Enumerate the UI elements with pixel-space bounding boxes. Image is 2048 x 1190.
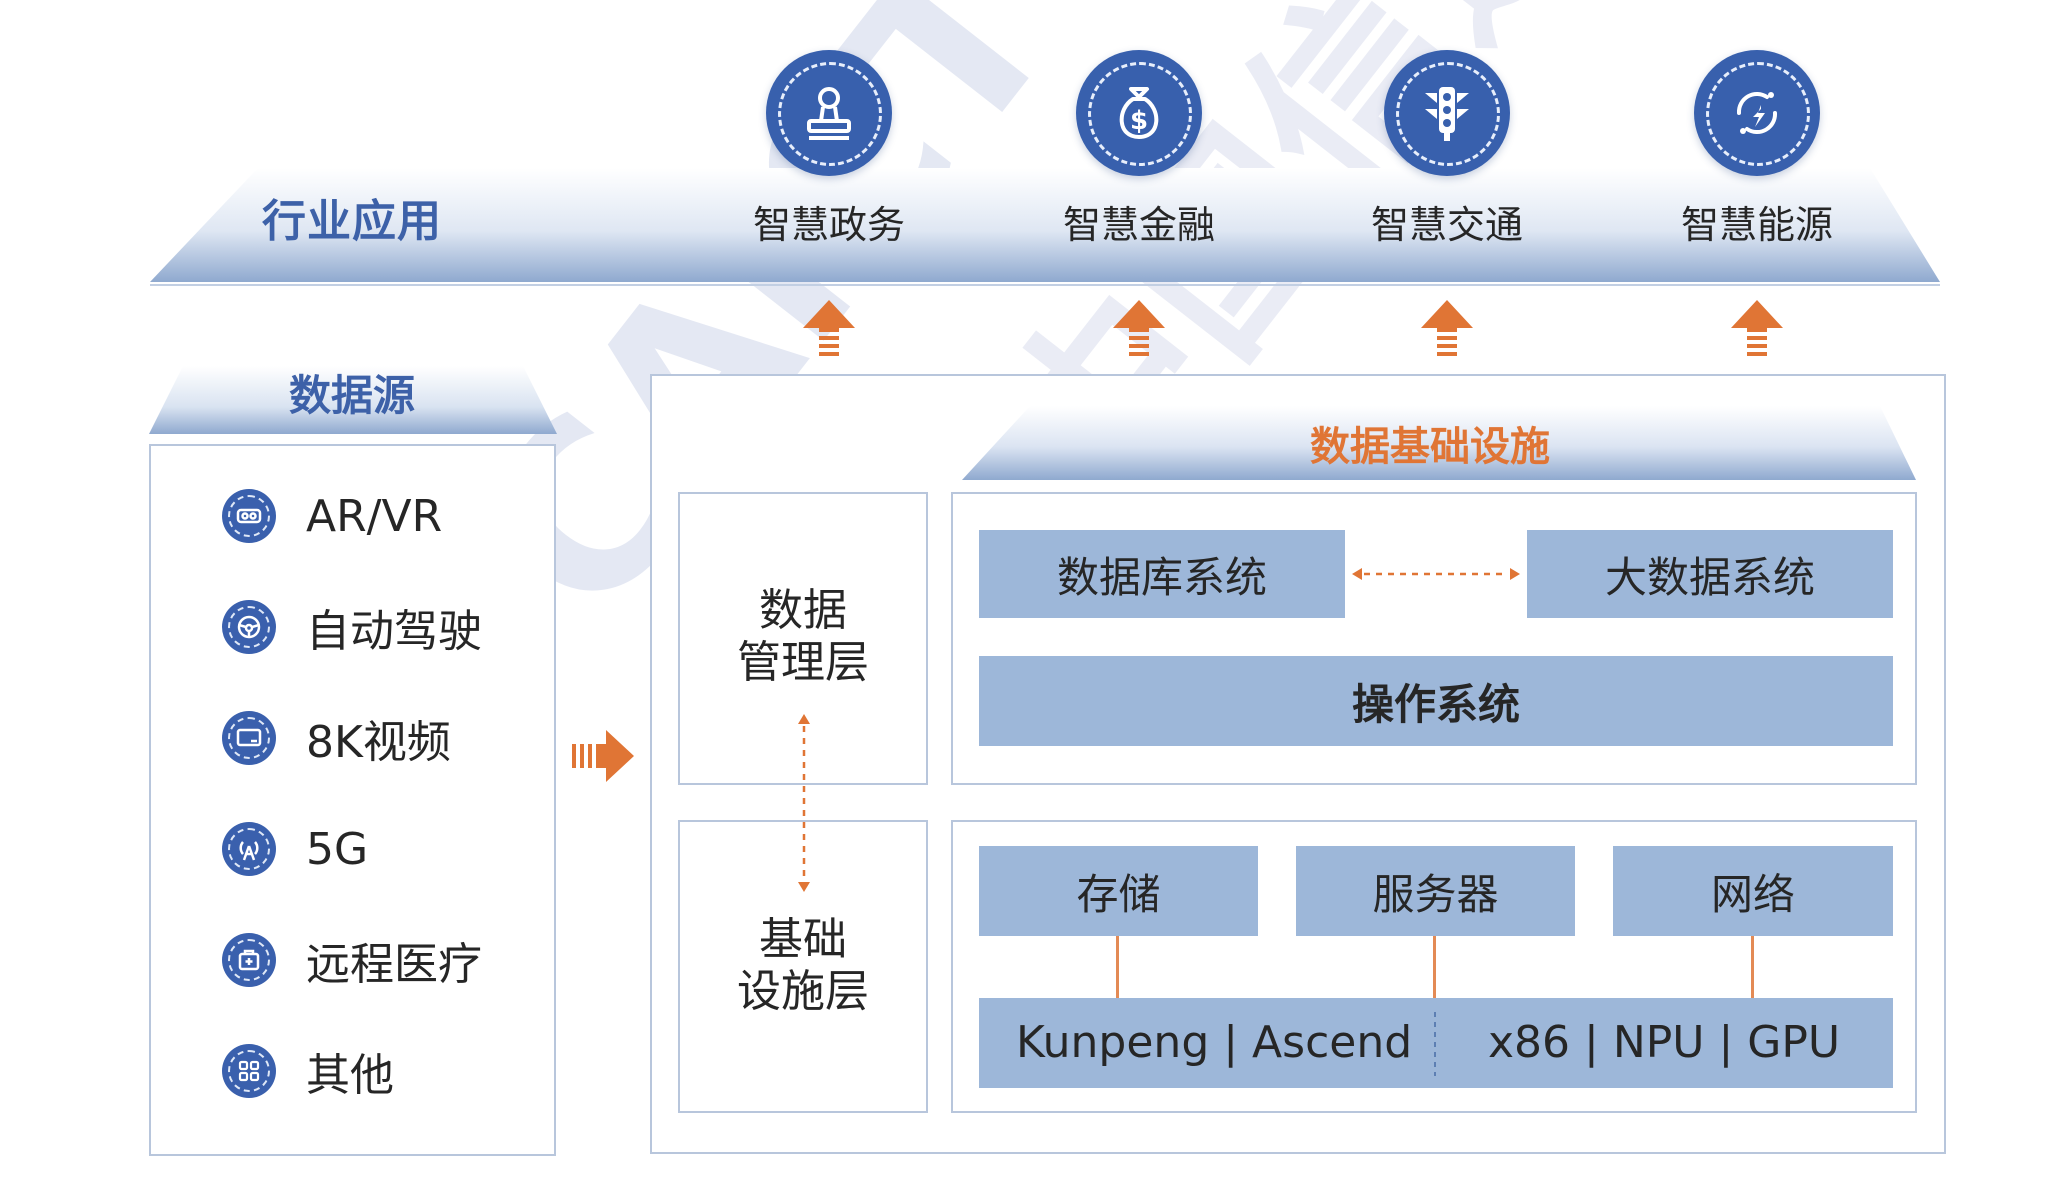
industry-title: 行业应用 xyxy=(262,196,442,247)
antenna-icon xyxy=(222,822,276,876)
up-arrow-icon xyxy=(1421,300,1473,356)
source-label: 8K视频 xyxy=(306,717,451,768)
infrastructure-title: 数据基础设施 xyxy=(1310,424,1550,470)
source-item: 远程医疗 xyxy=(222,930,482,990)
bigdata-system-block: 大数据系统 xyxy=(1527,530,1893,618)
app-smart-transport: 智慧交通 xyxy=(1327,50,1567,249)
source-label: AR/VR xyxy=(306,490,443,542)
source-item: 8K视频 xyxy=(222,708,451,768)
storage-block: 存储 xyxy=(979,846,1258,936)
storage-connector xyxy=(1116,936,1119,998)
data-management-layer-box xyxy=(678,492,928,785)
money-bag-icon: $ xyxy=(1076,50,1202,176)
grid-apps-icon xyxy=(222,1044,276,1098)
video-screen-icon xyxy=(222,711,276,765)
chip-divider xyxy=(1434,1012,1436,1076)
app-smart-finance: $ 智慧金融 xyxy=(1019,50,1259,249)
svg-text:$: $ xyxy=(1130,106,1148,136)
flow-right-arrow-icon xyxy=(572,730,634,782)
up-arrow-icon xyxy=(803,300,855,356)
steering-wheel-icon xyxy=(222,600,276,654)
source-item: 其他 xyxy=(222,1041,394,1101)
energy-cycle-icon xyxy=(1694,50,1820,176)
db-bigdata-dashed-arrow xyxy=(1352,568,1520,580)
database-system-block: 数据库系统 xyxy=(979,530,1345,618)
server-connector xyxy=(1433,936,1436,998)
source-header xyxy=(149,366,557,434)
source-title: 数据源 xyxy=(288,371,415,420)
app-label: 智慧政务 xyxy=(752,203,905,247)
medical-kit-icon xyxy=(222,933,276,987)
source-label: 远程医疗 xyxy=(306,939,482,990)
base-layer-box xyxy=(678,820,928,1113)
industry-band xyxy=(150,168,1940,286)
network-block: 网络 xyxy=(1613,846,1893,936)
source-item: 5G xyxy=(222,819,368,879)
base-layer-label: 基础 设施层 xyxy=(737,914,869,1017)
up-arrow-icon xyxy=(1731,300,1783,356)
vr-goggles-icon xyxy=(222,489,276,543)
source-item: AR/VR xyxy=(222,486,442,546)
chips-left-label: Kunpeng | Ascend xyxy=(1016,1017,1413,1068)
source-label: 自动驾驶 xyxy=(306,606,482,657)
source-label: 其他 xyxy=(306,1050,394,1101)
infrastructure-header xyxy=(962,406,1916,480)
operating-system-block: 操作系统 xyxy=(979,656,1893,746)
up-arrow-icon xyxy=(1113,300,1165,356)
layer-link-dashed-arrow xyxy=(798,714,810,892)
data-management-layer-label: 数据 管理层 xyxy=(737,585,869,688)
app-smart-energy: 智慧能源 xyxy=(1637,50,1877,249)
network-connector xyxy=(1751,936,1754,998)
source-panel xyxy=(149,444,556,1156)
app-smart-government: 智慧政务 xyxy=(709,50,949,249)
app-label: 智慧金融 xyxy=(1062,203,1215,247)
traffic-light-icon xyxy=(1384,50,1510,176)
server-block: 服务器 xyxy=(1296,846,1575,936)
app-label: 智慧交通 xyxy=(1370,203,1523,247)
government-stamp-icon xyxy=(766,50,892,176)
source-item: 自动驾驶 xyxy=(222,597,482,657)
source-label: 5G xyxy=(306,823,369,875)
app-label: 智慧能源 xyxy=(1680,203,1833,247)
chips-right-label: x86 | NPU | GPU xyxy=(1488,1017,1841,1068)
